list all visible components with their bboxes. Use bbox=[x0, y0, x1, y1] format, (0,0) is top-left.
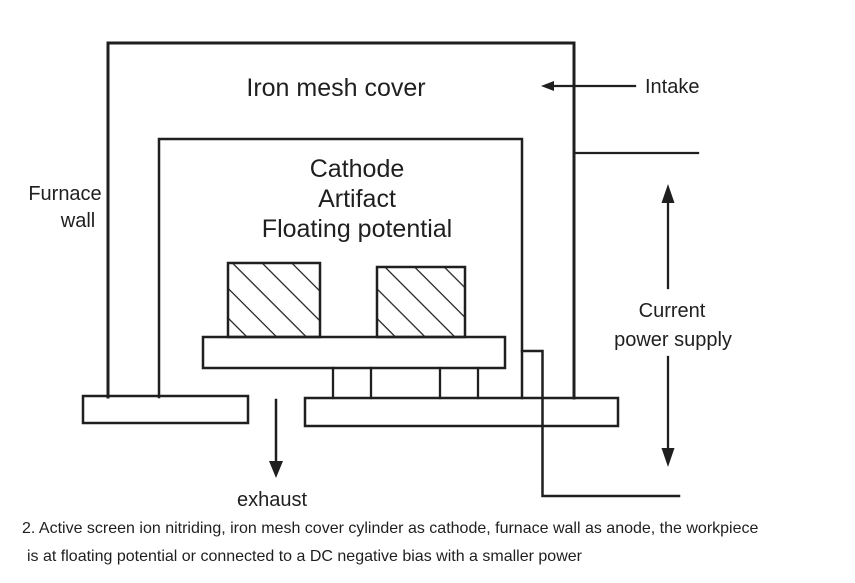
exhaust-arrow bbox=[269, 398, 283, 478]
furnace-wall-label-line2: wall bbox=[60, 210, 95, 232]
cathode-wire bbox=[520, 349, 681, 498]
intake-arrow bbox=[541, 81, 637, 91]
workpiece-right bbox=[375, 265, 467, 339]
iron-mesh-cover-outline bbox=[157, 137, 524, 400]
power-supply-label-line2: power supply bbox=[614, 329, 732, 351]
intake-label: Intake bbox=[645, 76, 699, 98]
current-down-arrow bbox=[661, 355, 675, 467]
workpiece-left bbox=[226, 261, 322, 339]
caption-line2: is at floating potential or connected to… bbox=[27, 548, 583, 565]
floating-potential-label: Floating potential bbox=[262, 215, 452, 243]
current-up-arrow bbox=[661, 184, 675, 290]
base-plate-left bbox=[81, 394, 250, 425]
furnace-wall-outline bbox=[106, 41, 576, 400]
artifact-label: Artifact bbox=[318, 185, 396, 213]
sample-table bbox=[201, 335, 507, 370]
exhaust-label: exhaust bbox=[237, 489, 307, 511]
power-supply-label-line1: Current bbox=[639, 300, 706, 322]
caption-line1: 2. Active screen ion nitriding, iron mes… bbox=[22, 520, 758, 537]
furnace-wall-label-line1: Furnace bbox=[28, 183, 101, 205]
cathode-label: Cathode bbox=[310, 155, 405, 183]
iron-mesh-cover-label: Iron mesh cover bbox=[246, 74, 425, 102]
base-plate-right bbox=[303, 396, 620, 428]
